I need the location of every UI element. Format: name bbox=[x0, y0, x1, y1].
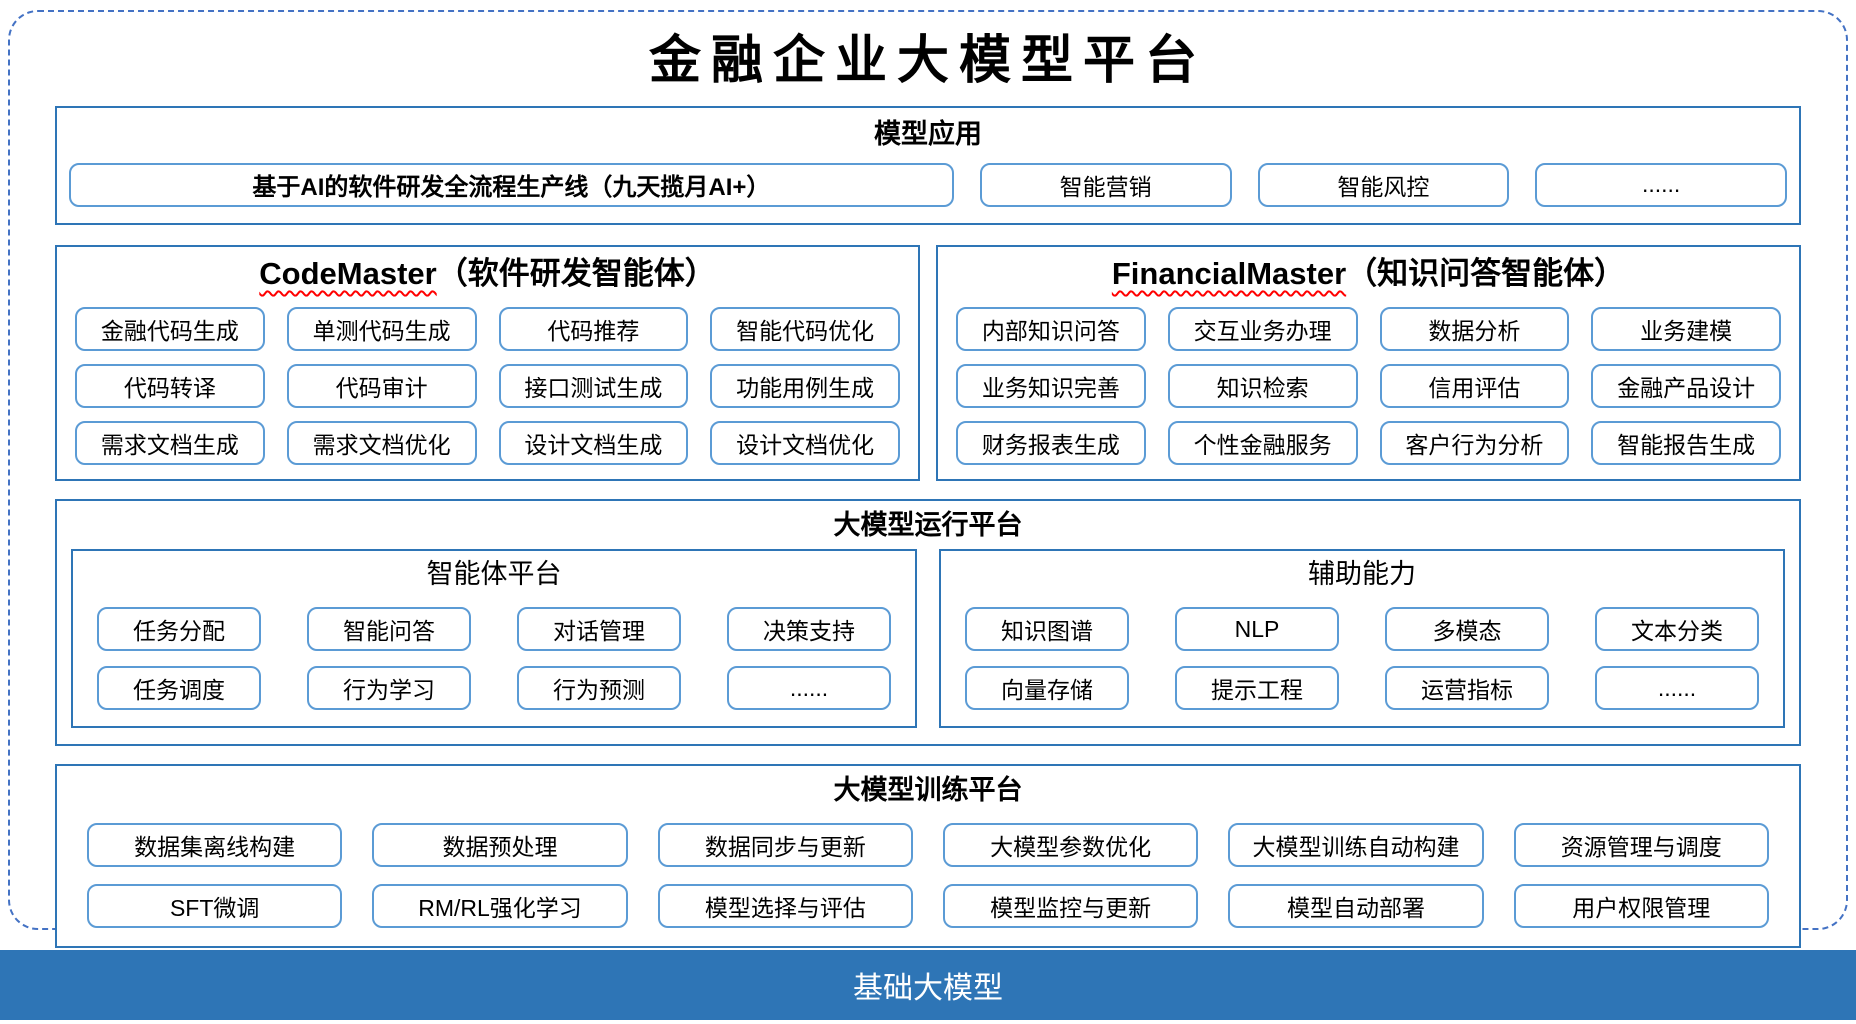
capability-box: 业务建模 bbox=[1591, 306, 1781, 351]
capability-box: 内部知识问答 bbox=[956, 306, 1146, 351]
train-platform-title: 大模型训练平台 bbox=[833, 775, 1023, 806]
capability-box: 用户权限管理 bbox=[1513, 884, 1769, 929]
capability-box: 信用评估 bbox=[1379, 363, 1570, 408]
capability-box: 设计文档生成 bbox=[498, 420, 689, 465]
aux-capabilities-row-2: 向量存储 提示工程 运营指标...... bbox=[965, 666, 1759, 711]
capability-box: 大模型参数优化 bbox=[942, 823, 1199, 868]
capability-box: 数据分析 bbox=[1379, 306, 1570, 351]
capability-box: 数据预处理 bbox=[372, 823, 628, 868]
capability-box: 行为预测 bbox=[517, 666, 681, 711]
financialmaster-panel-title: FinancialMaster（知识问答智能体） bbox=[956, 255, 1781, 294]
capability-box: 金融代码生成 bbox=[75, 306, 265, 351]
capability-box: 金融产品设计 bbox=[1591, 363, 1781, 408]
capability-box: 单测代码生成 bbox=[286, 306, 477, 351]
capability-box: 需求文档生成 bbox=[75, 420, 265, 465]
subpanel-agent-platform: 智能体平台 任务分配 智能问答 对话管理 决策支持 任务调度 行为学习 行为预测.....… bbox=[71, 548, 917, 729]
base-model-label: 基础大模型 bbox=[853, 972, 1003, 1005]
codemaster-title-cn: （软件研发智能体） bbox=[436, 255, 716, 291]
capability-box: RM/RL强化学习 bbox=[372, 884, 628, 929]
capability-box: 任务分配 bbox=[97, 607, 261, 652]
capability-box: 数据集离线构建 bbox=[87, 823, 343, 868]
capability-box: 代码审计 bbox=[286, 363, 477, 408]
financialmaster-title-cn: （知识问答智能体） bbox=[1346, 255, 1626, 291]
section-run-platform: 大模型运行平台 智能体平台 任务分配 智能问答 对话管理 决策支持 任务调度 行为学习 行… bbox=[55, 498, 1801, 747]
model-applications-title: 模型应用 bbox=[874, 119, 982, 150]
capability-box: 数据同步与更新 bbox=[657, 823, 913, 868]
capability-box: ...... bbox=[1595, 666, 1759, 711]
capability-box: 智能代码优化 bbox=[710, 306, 900, 351]
capability-box: 财务报表生成 bbox=[956, 420, 1146, 465]
agent-panels-row: CodeMaster（软件研发智能体） 金融代码生成单测代码生成代码推荐智能代码… bbox=[55, 244, 1801, 481]
capability-box: 代码转译 bbox=[75, 363, 265, 408]
financialmaster-row-3: 财务报表生成个性金融服务客户行为分析智能报告生成 bbox=[956, 420, 1781, 465]
platform-diagram-frame: 金融企业大模型平台 模型应用 基于AI的软件研发全流程生产线（九天揽月AI+） … bbox=[8, 10, 1848, 949]
codemaster-row-2: 代码转译代码审计接口测试生成功能用例生成 bbox=[75, 363, 900, 408]
capability-box: 知识检索 bbox=[1167, 363, 1358, 408]
codemaster-title-en: CodeMaster bbox=[259, 255, 437, 291]
panel-financialmaster: FinancialMaster（知识问答智能体） 内部知识问答交互业务办理数据分… bbox=[936, 244, 1801, 481]
capability-box: 需求文档优化 bbox=[286, 420, 477, 465]
diagram-title: 金融企业大模型平台 bbox=[648, 30, 1207, 91]
capability-box: 智能报告生成 bbox=[1591, 420, 1781, 465]
model-applications-items: 智能营销智能风控...... bbox=[979, 162, 1788, 207]
capability-box: 对话管理 bbox=[517, 607, 681, 652]
capability-box: SFT微调 bbox=[87, 884, 343, 929]
capability-box: 决策支持 bbox=[727, 607, 891, 652]
panel-codemaster: CodeMaster（软件研发智能体） 金融代码生成单测代码生成代码推荐智能代码… bbox=[55, 244, 920, 481]
model-applications-row: 基于AI的软件研发全流程生产线（九天揽月AI+） 智能营销智能风控...... bbox=[69, 162, 1788, 207]
capability-box: 多模态 bbox=[1385, 607, 1549, 652]
aux-capabilities-row-1: 知识图谱 NLP 多模态 文本分类 bbox=[965, 607, 1759, 652]
capability-box: 模型选择与评估 bbox=[657, 884, 913, 929]
agent-platform-title: 智能体平台 bbox=[426, 558, 562, 589]
financialmaster-title-en: FinancialMaster bbox=[1111, 255, 1347, 291]
agent-platform-row-2: 任务调度 行为学习 行为预测...... bbox=[97, 666, 891, 711]
capability-box: 文本分类 bbox=[1595, 607, 1759, 652]
capability-box: ...... bbox=[727, 666, 891, 711]
subpanel-aux-capabilities: 辅助能力 知识图谱 NLP 多模态 文本分类 向量存储 提示工程 运营指标...... bbox=[939, 548, 1785, 729]
capability-box: 任务调度 bbox=[97, 666, 261, 711]
capability-box: 智能问答 bbox=[307, 607, 471, 652]
capability-box: 资源管理与调度 bbox=[1513, 823, 1769, 868]
capability-box: 运营指标 bbox=[1385, 666, 1549, 711]
capability-box: 个性金融服务 bbox=[1167, 420, 1358, 465]
codemaster-row-1: 金融代码生成单测代码生成代码推荐智能代码优化 bbox=[75, 306, 900, 351]
ai-pipeline-box: 基于AI的软件研发全流程生产线（九天揽月AI+） bbox=[69, 162, 954, 207]
capability-box: 知识图谱 bbox=[965, 607, 1129, 652]
capability-box: 接口测试生成 bbox=[498, 363, 689, 408]
run-platform-title: 大模型运行平台 bbox=[833, 509, 1023, 540]
capability-box: 模型自动部署 bbox=[1228, 884, 1484, 929]
capability-box: 功能用例生成 bbox=[710, 363, 900, 408]
agent-platform-row-1: 任务分配 智能问答 对话管理 决策支持 bbox=[97, 607, 891, 652]
codemaster-panel-title: CodeMaster（软件研发智能体） bbox=[75, 255, 900, 294]
base-model-bar: 基础大模型 bbox=[0, 950, 1856, 1020]
capability-box: 代码推荐 bbox=[498, 306, 689, 351]
codemaster-row-3: 需求文档生成需求文档优化设计文档生成设计文档优化 bbox=[75, 420, 900, 465]
financialmaster-row-2: 业务知识完善知识检索信用评估金融产品设计 bbox=[956, 363, 1781, 408]
capability-box: 交互业务办理 bbox=[1167, 306, 1358, 351]
capability-box: 大模型训练自动构建 bbox=[1228, 823, 1484, 868]
application-box: ...... bbox=[1535, 162, 1788, 207]
capability-box: 设计文档优化 bbox=[710, 420, 900, 465]
application-box: 智能风控 bbox=[1257, 162, 1510, 207]
capability-box: 行为学习 bbox=[307, 666, 471, 711]
train-platform-row-1: 数据集离线构建数据预处理数据同步与更新大模型参数优化大模型训练自动构建资源管理与… bbox=[87, 823, 1769, 868]
capability-box: 向量存储 bbox=[965, 666, 1129, 711]
run-platform-subpanels: 智能体平台 任务分配 智能问答 对话管理 决策支持 任务调度 行为学习 行为预测.....… bbox=[71, 548, 1785, 729]
aux-capabilities-title: 辅助能力 bbox=[1308, 558, 1416, 589]
application-box: 智能营销 bbox=[979, 162, 1232, 207]
section-model-applications: 模型应用 基于AI的软件研发全流程生产线（九天揽月AI+） 智能营销智能风控..… bbox=[55, 106, 1801, 225]
capability-box: 客户行为分析 bbox=[1379, 420, 1570, 465]
section-train-platform: 大模型训练平台 数据集离线构建数据预处理数据同步与更新大模型参数优化大模型训练自… bbox=[55, 764, 1801, 949]
train-platform-row-2: SFT微调 RM/RL强化学习模型选择与评估模型监控与更新模型自动部署用户权限管理 bbox=[87, 884, 1769, 929]
capability-box: 提示工程 bbox=[1175, 666, 1339, 711]
capability-box: 模型监控与更新 bbox=[942, 884, 1199, 929]
capability-box: NLP bbox=[1175, 607, 1339, 652]
financialmaster-row-1: 内部知识问答交互业务办理数据分析业务建模 bbox=[956, 306, 1781, 351]
capability-box: 业务知识完善 bbox=[956, 363, 1146, 408]
